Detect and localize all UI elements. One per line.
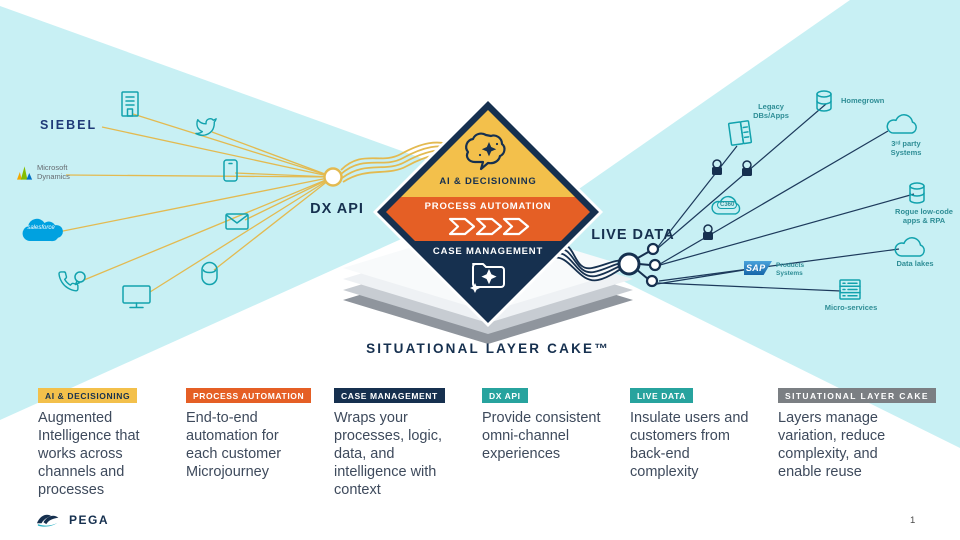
microsoft-dynamics-logo: Microsoft Dynamics [17,163,70,181]
smart-speaker-icon [201,261,218,286]
platform-diamond [373,97,603,327]
rogue-lowcode-database-icon [909,182,925,204]
micro-services-label: Micro-services [824,303,878,312]
desktop-monitor-icon [122,285,151,309]
section-situational-layer-cake: SITUATIONAL LAYER CAKE Layers manage var… [778,386,936,482]
sap-wordmark: SAP [746,263,766,273]
live-data-connection-lines [656,103,915,292]
lock-icon [703,224,713,240]
legacy-server-icon [727,120,753,146]
office-building-icon [121,91,139,117]
dx-api-label: DX API [310,201,364,217]
process-chevrons-icon [448,217,530,236]
c360-label: C360 [717,201,738,209]
badge-live-data: LIVE DATA [630,388,693,403]
microsoft-dynamics-text-line2: Dynamics [37,171,70,181]
case-management-band-label: CASE MANAGEMENT [432,246,544,257]
process-automation-band-label: PROCESS AUTOMATION [424,201,552,212]
data-lakes-label: Data lakes [896,259,934,268]
badge-process-automation: PROCESS AUTOMATION [186,388,312,403]
ai-decisioning-band-label: AI & DECISIONING [439,176,537,187]
live-data-description: Insulate users and customers from back-e… [630,410,749,480]
lock-icon [742,160,752,176]
homegrown-database-icon [816,90,832,112]
phone-call-icon [58,271,86,292]
badge-case-management: CASE MANAGEMENT [334,388,445,403]
pega-brand: PEGA [36,511,109,528]
section-live-data: LIVE DATA Insulate users and customers f… [630,386,768,482]
twitter-bird-icon [195,118,217,136]
right-background-triangle [520,0,960,448]
case-folder-icon [470,263,505,293]
live-data-hub [617,242,662,288]
badge-situational-layer-cake: SITUATIONAL LAYER CAKE [778,388,936,403]
process-automation-description: End-to-end automation for each customer … [186,410,282,480]
data-lakes-cloud-icon [894,237,925,257]
case-management-description: Wraps your processes, logic, data, and i… [334,410,442,498]
siebel-logo: SIEBEL [40,118,98,132]
dx-api-hub [323,167,343,187]
badge-dx-api: DX API [482,388,528,403]
microsoft-dynamics-text-line1: Microsoft [37,163,68,172]
pega-wordmark: PEGA [69,512,110,527]
c360-cloud-icon [711,195,741,215]
homegrown-label: Homegrown [841,96,885,105]
section-dx-api: DX API Provide consistent omni-channel e… [482,386,620,464]
third-party-cloud-icon [886,114,917,134]
live-data-label: LIVE DATA [591,227,675,243]
section-ai-decisioning: AI & DECISIONING Augmented Intelligence … [38,386,176,500]
lock-icon [712,159,722,175]
salesforce-cloud-icon [22,218,63,242]
salesforce-logo: salesforce [19,216,63,244]
badge-ai-decisioning: AI & DECISIONING [38,388,138,403]
situational-layer-cake-title: SITUATIONAL LAYER CAKE™ [366,341,610,356]
mobile-phone-icon [223,159,238,182]
live-data-bundle [551,243,624,282]
micro-services-rack-icon [839,279,861,300]
microsoft-dynamics-icon [17,166,33,180]
section-case-management: CASE MANAGEMENT Wraps your processes, lo… [334,386,472,500]
security-lock-icons [703,159,752,240]
page-number: 1 [910,515,916,526]
ai-brain-icon [465,132,506,171]
sap-logo: SAP [744,261,772,275]
ai-decisioning-description: Augmented Intelligence that works across… [38,410,140,498]
situational-layer-cake-description: Layers manage variation, reduce complexi… [778,410,886,480]
dx-api-description: Provide consistent omni-channel experien… [482,410,601,462]
section-process-automation: PROCESS AUTOMATION End-to-end automation… [186,386,324,482]
dx-api-connection-lines [57,113,334,293]
pega-logo-icon [36,514,59,527]
email-envelope-icon [225,213,249,230]
salesforce-wordmark: salesforce [27,225,55,231]
